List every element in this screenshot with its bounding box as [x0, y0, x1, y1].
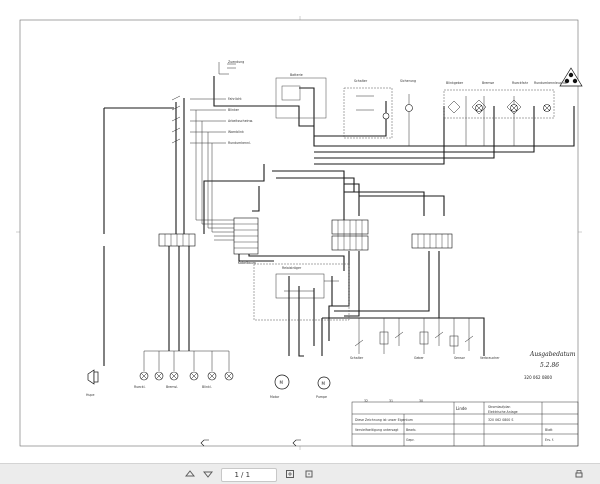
svg-text:Vervielfaeltigung untersagt: Vervielfaeltigung untersagt	[355, 428, 399, 432]
page-up-icon	[185, 470, 195, 477]
wiring-schematic: M M	[16, 16, 583, 450]
svg-text:M: M	[322, 381, 326, 386]
print-icon	[575, 470, 583, 478]
svg-text:Geber: Geber	[414, 356, 424, 360]
svg-text:Rueckfahr: Rueckfahr	[512, 81, 529, 85]
svg-text:Ers. f.: Ers. f.	[545, 438, 554, 442]
svg-text:Blinker: Blinker	[228, 108, 240, 112]
svg-text:Schalter: Schalter	[350, 356, 364, 360]
svg-text:Zuendung: Zuendung	[228, 60, 244, 64]
fit-page-button[interactable]	[283, 467, 297, 481]
part-number-handwritten: 320 062 0800	[524, 375, 552, 380]
rotate-button[interactable]	[302, 467, 316, 481]
svg-text:Verbraucher: Verbraucher	[480, 356, 500, 360]
horn-label: Hupe	[86, 393, 94, 397]
next-page-button[interactable]	[201, 467, 215, 481]
print-button[interactable]	[572, 467, 586, 481]
svg-text:M: M	[280, 380, 284, 385]
title-block-company: Linde	[456, 406, 467, 411]
code-right: 30	[419, 399, 423, 403]
svg-text:Fahrlicht: Fahrlicht	[228, 97, 242, 101]
svg-text:Schalter: Schalter	[354, 79, 368, 83]
svg-text:Rueckl.: Rueckl.	[134, 385, 146, 389]
page-number-input[interactable]	[222, 470, 239, 480]
previous-page-button[interactable]	[183, 467, 197, 481]
svg-text:Blinkgeber: Blinkgeber	[446, 81, 464, 85]
svg-text:Arbeitsscheinw.: Arbeitsscheinw.	[228, 119, 253, 123]
page-down-icon	[203, 471, 213, 478]
svg-text:Bremsl.: Bremsl.	[166, 385, 178, 389]
svg-text:Rundumkennleuchte: Rundumkennleuchte	[534, 81, 567, 85]
fit-page-icon	[286, 470, 294, 478]
chevron-right-icon	[305, 470, 313, 478]
svg-text:Batterie: Batterie	[290, 73, 303, 77]
page-total: / 1	[241, 471, 251, 479]
svg-text:Blinkl.: Blinkl.	[202, 385, 212, 389]
relay-box-label: Relaisträger	[282, 266, 302, 270]
viewer-toolbar: / 1	[0, 463, 600, 484]
code-left: 32	[364, 399, 368, 403]
svg-text:Gepr.: Gepr.	[406, 438, 414, 442]
document-page: M M	[14, 6, 586, 453]
svg-text:Diese Zeichnung ist unser Eige: Diese Zeichnung ist unser Eigentum	[355, 418, 413, 422]
svg-text:Sensor: Sensor	[454, 356, 466, 360]
svg-text:Motor: Motor	[270, 395, 280, 399]
issue-date-stamp: 5.2.86	[540, 362, 559, 369]
svg-text:Blatt: Blatt	[545, 428, 553, 432]
title-line-2: Elektrische Anlage	[488, 410, 518, 414]
issue-date-label: Ausgabedatum	[529, 351, 576, 358]
svg-text:Bremse: Bremse	[482, 81, 494, 85]
svg-text:Pumpe: Pumpe	[316, 395, 327, 399]
svg-text:Bearb.: Bearb.	[406, 428, 416, 432]
svg-text:Sicherung: Sicherung	[400, 79, 416, 83]
title-line-1: Stromlaufplan	[488, 405, 510, 409]
drawing-number: 320 062 0800 S	[488, 418, 513, 422]
svg-text:Rundumkennl.: Rundumkennl.	[228, 141, 251, 145]
svg-text:Warnblink: Warnblink	[228, 130, 244, 134]
code-mid: 31	[389, 399, 393, 403]
harness-label: Kabelbaum	[238, 261, 256, 265]
page-number-field[interactable]: / 1	[221, 468, 277, 482]
